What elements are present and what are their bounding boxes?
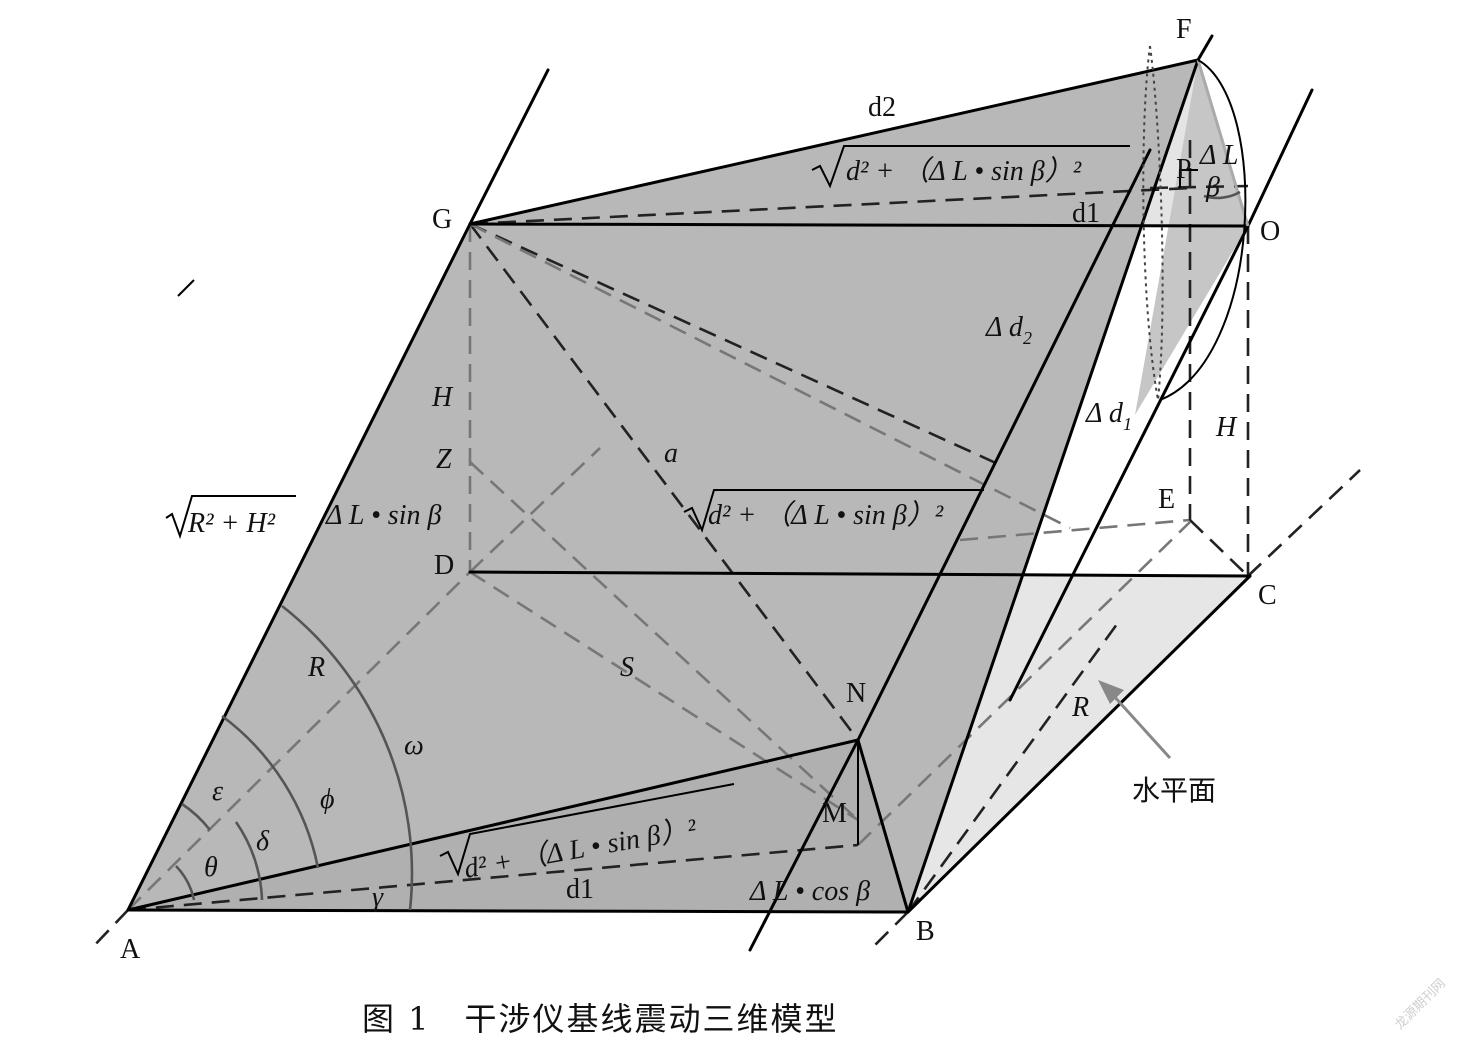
edge-G-F — [468, 58, 1200, 226]
watermark: 龙源期刊网 — [1392, 976, 1449, 1033]
label-M: M — [822, 798, 847, 829]
edge-N-B — [856, 738, 910, 914]
label-N: N — [846, 678, 866, 709]
label-epsilon: ε — [212, 776, 223, 807]
edge-G-O — [468, 222, 1250, 228]
dash-left-mark — [177, 279, 195, 297]
label-delta-d1: Δ d1 — [1085, 398, 1132, 434]
lower-triangle-face — [128, 740, 908, 912]
dash-A-extension — [89, 909, 129, 951]
dash-A-M — [127, 843, 859, 912]
label-gamma: γ — [372, 882, 384, 913]
dash-E-C — [1189, 519, 1249, 577]
label-E: E — [1158, 484, 1175, 515]
dash-G-delta-d1 — [469, 222, 999, 466]
formula-top-text: d² + （Δ L • sin β）² — [846, 156, 1082, 187]
edge-N-F-left — [856, 148, 1152, 742]
dash-M-E — [857, 521, 1191, 846]
arc-theta — [175, 865, 196, 901]
formula-sqrt-mid: d² + （Δ L • sin β）² — [683, 489, 984, 533]
dash-G-N — [468, 223, 860, 741]
arrow-head — [1098, 680, 1124, 704]
label-dl-cos-beta: Δ L • cos β — [749, 876, 870, 907]
label-D: D — [434, 550, 454, 581]
side-triangle-face — [1135, 60, 1248, 415]
radical-sign-mid — [683, 489, 984, 533]
edge-B-F — [906, 58, 1200, 914]
label-R-right: R — [1071, 692, 1089, 723]
label-d1-top: d1 — [1072, 198, 1100, 229]
formula-sqrt-top: d² + （Δ L • sin β）² — [811, 145, 1130, 189]
dash-G-P — [469, 186, 1191, 226]
dash-B-extension — [869, 911, 909, 951]
dash-right-extension — [1247, 469, 1361, 577]
figure-caption: 图 1 干涉仪基线震动三维模型 — [362, 1000, 839, 1038]
dash-B-up — [906, 619, 1122, 913]
label-delta-L: Δ L — [1199, 140, 1239, 171]
edge-A-B — [126, 908, 910, 914]
label-omega: ω — [404, 730, 424, 761]
label-H-left: H — [431, 382, 454, 413]
label-phi: ϕ — [320, 784, 335, 815]
dash-E-line — [959, 518, 1191, 542]
edge-F-ext — [1196, 34, 1214, 62]
dash-D-M — [469, 570, 859, 822]
main-inclined-face — [128, 60, 1198, 912]
dash-P-O — [1149, 184, 1249, 190]
right-angle-mark — [1179, 169, 1198, 188]
formula-mid-text: d² + （Δ L • sin β）² — [708, 500, 944, 531]
edge-N-bottom — [748, 738, 860, 952]
label-H-right: H — [1215, 412, 1238, 443]
arc-omega — [281, 604, 414, 911]
label-a: a — [664, 438, 678, 469]
label-R-left: R — [307, 652, 325, 683]
edge-O-delta-d1 — [1008, 224, 1250, 702]
radical-sign-left — [165, 495, 296, 540]
label-horizontal-plane: 水平面 — [1132, 775, 1216, 807]
edge-A-G — [126, 222, 472, 912]
label-theta: θ — [204, 852, 218, 883]
label-beta: β — [1205, 172, 1220, 203]
horizontal-plane-arrow — [1110, 692, 1172, 760]
label-O: O — [1260, 216, 1280, 247]
label-G: G — [432, 204, 452, 235]
arc-F-delta-d1 — [1159, 59, 1247, 401]
edge-F-O-grey — [1196, 59, 1250, 227]
label-dl-sin-beta: Δ L • sin β — [325, 500, 441, 531]
dash-Z-M — [469, 461, 859, 821]
label-delta: δ — [256, 826, 270, 857]
edge-D-C — [468, 570, 1252, 578]
label-B: B — [916, 916, 935, 947]
label-C: C — [1258, 580, 1277, 611]
edge-A-N — [126, 738, 860, 912]
edge-C-B — [906, 574, 1252, 914]
arc-phi — [221, 714, 320, 869]
arc-epsilon — [181, 802, 212, 831]
label-F: F — [1176, 14, 1192, 45]
label-Z: Z — [436, 444, 452, 475]
radical-sign-bottom — [439, 783, 735, 877]
arc-delta — [234, 821, 264, 901]
label-delta-d2: Δ d2 — [985, 312, 1032, 348]
label-S: S — [620, 652, 634, 683]
arc-beta — [1203, 190, 1241, 200]
edge-G-ext — [468, 68, 550, 226]
radical-sign-top — [811, 145, 1130, 189]
label-d1-bottom: d1 — [566, 874, 594, 905]
formula-sqrt-left: R² + H² — [165, 495, 296, 540]
label-d2: d2 — [868, 92, 896, 123]
edge-O-ext — [1246, 88, 1314, 228]
label-A: A — [120, 934, 141, 965]
label-P: P — [1176, 154, 1192, 185]
dash-A-D — [127, 571, 471, 911]
dash-D-up — [469, 447, 601, 573]
dash-G-E-grey — [469, 222, 1071, 530]
formula-left-text: R² + H² — [187, 508, 276, 539]
